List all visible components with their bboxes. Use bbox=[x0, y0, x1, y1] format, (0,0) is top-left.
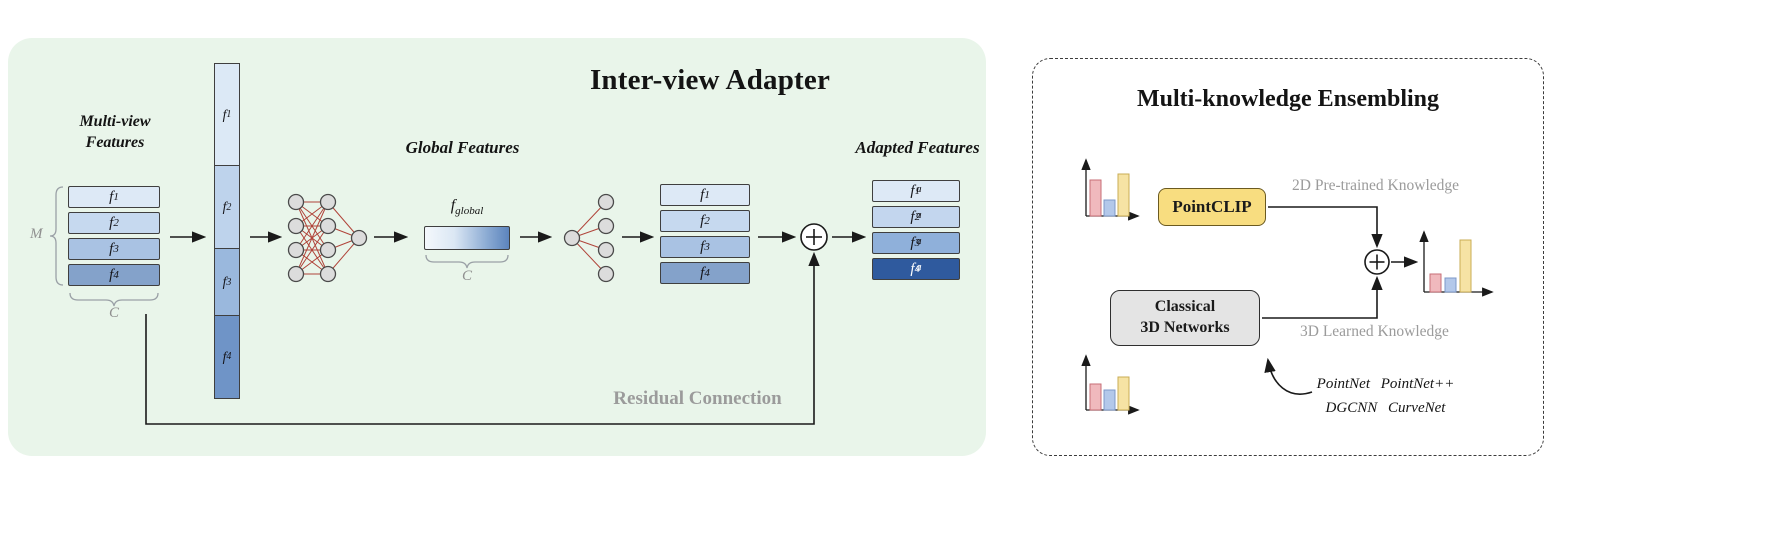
c-dim-label-input: C bbox=[108, 305, 119, 321]
m-dim-label: M bbox=[30, 226, 43, 242]
residual-connection-label: Residual Connection bbox=[613, 388, 782, 409]
pointclip-box: PointCLIP bbox=[1158, 188, 1266, 226]
adapted-features-label: Adapted Features bbox=[855, 138, 980, 157]
c-dim-label-global: C bbox=[461, 268, 472, 284]
inter-view-adapter-title: Inter-view Adapter bbox=[589, 64, 831, 96]
multiview-features-label: Multi-view Features bbox=[79, 113, 151, 151]
f-global-label: fglobal bbox=[450, 197, 484, 218]
networks-caption: PointNet PointNet++ DGCNN CurveNet bbox=[1316, 376, 1455, 416]
global-feature-bar bbox=[424, 226, 510, 250]
multi-knowledge-title: Multi-knowledge Ensembling bbox=[1136, 86, 1440, 112]
classical-3d-networks-box: Classical 3D Networks bbox=[1110, 290, 1260, 346]
2d-knowledge-label: 2D Pre-trained Knowledge bbox=[1292, 177, 1460, 194]
global-features-label: Global Features bbox=[405, 138, 520, 157]
3d-knowledge-label: 3D Learned Knowledge bbox=[1300, 323, 1449, 340]
